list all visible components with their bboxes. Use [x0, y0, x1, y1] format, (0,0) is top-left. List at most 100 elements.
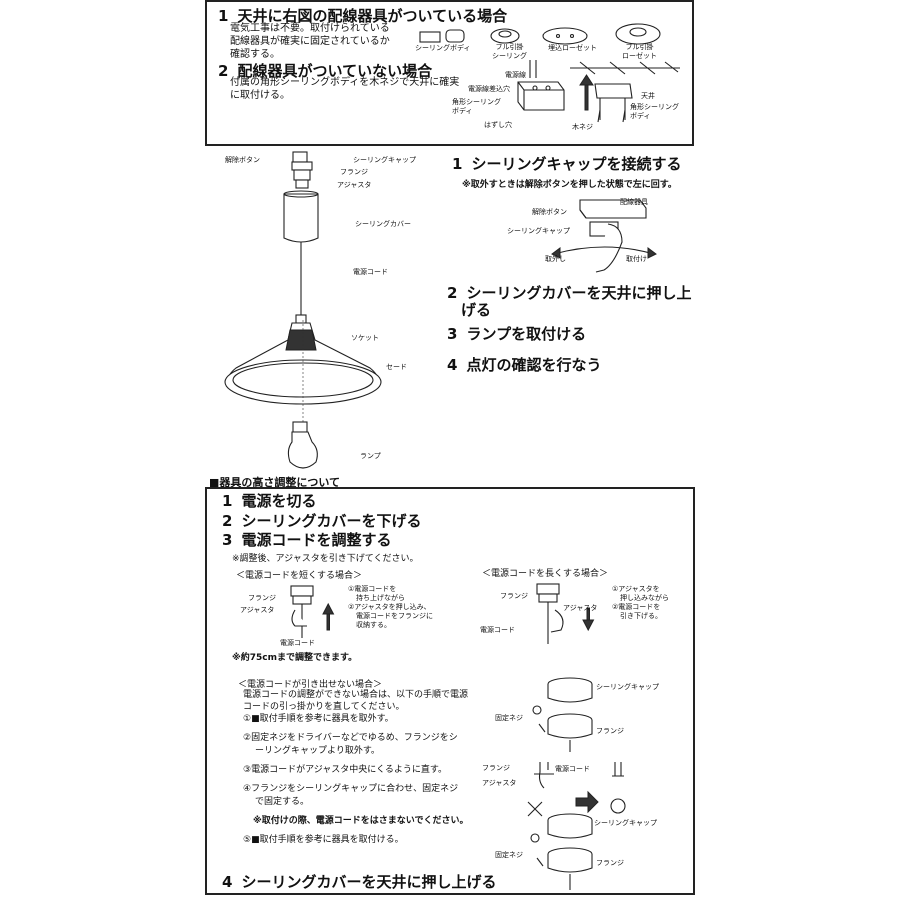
cord-center-illustration: [527, 762, 626, 817]
label-screw-top: 固定ネジ: [495, 714, 523, 722]
label-attach: 取付け: [626, 255, 647, 263]
label-remove: 取外し: [545, 255, 566, 263]
text-line: ※取付けの際、電源コードをはさまないでください。: [253, 816, 469, 826]
step-title: 電源コードを調整する: [241, 531, 392, 549]
height-section-header: ■器具の高さ調整について: [209, 476, 341, 489]
step-title: シーリングカバーを下げる: [241, 512, 422, 530]
label-socket: ソケット: [351, 334, 379, 342]
step-number: 1: [218, 7, 229, 25]
text-line: ①アジャスタを: [612, 585, 660, 593]
text-line: で固定する。: [255, 797, 310, 807]
fixture-label-ceiling-body: シーリングボディ: [415, 44, 471, 52]
label-cord-mid: 電源コード: [555, 765, 590, 773]
fixture-label-full-hook-ceiling: フル引掛 シーリング: [492, 43, 527, 60]
label-ceiling-cap: シーリングキャップ: [353, 156, 416, 164]
text-line: ⑤■取付手順を参考に器具を取付ける。: [243, 835, 404, 845]
adjust-range-note: ※約75cmまで調整できます。: [232, 653, 358, 663]
label-screw-bottom: 固定ネジ: [495, 851, 523, 859]
ceiling-body-install-illustration: [517, 60, 680, 123]
step-number: 2: [218, 62, 229, 80]
flange-attach-illustration-bottom: [530, 813, 593, 890]
label-lamp: ランプ: [360, 452, 381, 460]
top-step-1: 1 天井に右図の配線器具がついている場合: [218, 5, 507, 26]
step-number: 1: [452, 155, 463, 173]
install-step-4: 4 点灯の確認を行なう: [447, 354, 602, 375]
height-step-2: 2 シーリングカバーを下げる: [222, 510, 422, 531]
text-line: 電源コードの調整ができない場合は、以下の手順で電源: [243, 690, 469, 700]
text-line: ーリングキャップより取外す。: [255, 746, 380, 756]
label-knockout: はずし穴: [484, 121, 512, 129]
pendant-lamp-illustration: [224, 151, 382, 469]
step-title: シーリングカバーを天井に押し上げる: [241, 873, 497, 891]
step-title: 電源を切る: [241, 492, 317, 510]
text-line: 押し込みながら: [620, 594, 669, 602]
step-number: 2: [222, 512, 233, 530]
step-title: ランプを取付ける: [466, 325, 587, 343]
text-line: 電気工事は不要。取付けられている: [230, 23, 390, 34]
label-cap-bottom: シーリングキャップ: [594, 819, 657, 827]
label-square-body: 角形シーリング ボディ: [452, 98, 501, 115]
shorten-steps: ①電源コードを 持ち上げながら ②アジャスタを押し込み、 電源コードをフランジに…: [348, 585, 433, 630]
text-line: 電源コードをフランジに: [356, 612, 433, 620]
text-line: 収納する。: [356, 621, 391, 629]
install-step-2: 2 シーリングカバーを天井に押し上: [447, 282, 692, 303]
step-number: 3: [447, 325, 458, 343]
label-shorten-cord: 電源コード: [280, 639, 315, 647]
label-adjuster: アジャスタ: [337, 181, 372, 189]
height-step-1: 1 電源を切る: [222, 490, 317, 511]
step-title-line-2: げる: [461, 301, 492, 319]
top-step-2-text: 付属の角形シーリングボディを木ネジで天井に確実 に取付ける。: [230, 76, 459, 102]
shorten-cord-title: ＜電源コードを短くする場合＞: [236, 571, 363, 581]
label-power-cord: 電源コード: [353, 268, 388, 276]
label-power-wire: 電源線: [505, 71, 526, 79]
label-adjuster-mid: アジャスタ: [482, 779, 517, 787]
label-cap-detail: シーリングキャップ: [507, 227, 570, 235]
label-lengthen-adjuster: アジャスタ: [563, 604, 598, 612]
text-line: に取付ける。: [230, 90, 290, 101]
step-title: 天井に右図の配線器具がついている場合: [237, 7, 508, 25]
label-ceiling-cover: シーリングカバー: [355, 220, 411, 228]
lengthen-cord-title: ＜電源コードを長くする場合＞: [482, 569, 609, 579]
text-line: 配線器具が確実に固定されているか: [230, 36, 390, 47]
flange-removal-illustration-top: [532, 677, 593, 752]
label-shorten-adjuster: アジャスタ: [240, 606, 275, 614]
step-number: 4: [222, 873, 233, 891]
install-step-3: 3 ランプを取付ける: [447, 323, 586, 344]
step-title-line-1: シーリングカバーを天井に押し上: [466, 284, 692, 302]
shorten-cord-illustration: [290, 585, 335, 638]
label-square-body-2: 角形シーリング ボディ: [630, 103, 679, 120]
text-line: ①電源コードを: [348, 585, 397, 593]
label-release-button: 解除ボタン: [225, 156, 260, 164]
label-flange: フランジ: [340, 168, 368, 176]
text-line: ①■取付手順を参考に器具を取外す。: [243, 714, 394, 724]
text-line: ②電源コードを: [612, 603, 661, 611]
text-line: ②アジャスタを押し込み、: [348, 603, 431, 611]
top-instructions-box: [205, 0, 694, 146]
fixture-label-full-hook-rosette: フル引掛 ローゼット: [622, 43, 657, 60]
text-line: ②固定ネジをドライバーなどでゆるめ、フランジをシ: [243, 733, 458, 743]
text-line: 持ち上げながら: [356, 594, 405, 602]
top-step-2: 2 配線器具がついていない場合: [218, 60, 432, 81]
lengthen-steps: ①アジャスタを 押し込みながら ②電源コードを 引き下げる。: [612, 585, 669, 621]
fixture-label-flush-rosette: 埋込ローゼット: [548, 44, 597, 52]
step-title: シーリングキャップを接続する: [471, 155, 682, 173]
label-wood-screw: 木ネジ: [572, 123, 593, 131]
install-step-1: 1 シーリングキャップを接続する: [452, 153, 682, 174]
label-shorten-flange: フランジ: [248, 594, 276, 602]
label-cap-top: シーリングキャップ: [596, 683, 659, 691]
stuck-cord-intro: 電源コードの調整ができない場合は、以下の手順で電源 コードの引っ掛かりを直してく…: [243, 689, 468, 713]
text-line: ④フランジをシーリングキャップに合わせ、固定ネジ: [243, 784, 459, 794]
step-number: 1: [222, 492, 233, 510]
lengthen-cord-illustration: [536, 583, 595, 644]
step-number: 3: [222, 531, 233, 549]
text-line: 引き下げる。: [620, 612, 662, 620]
label-wiring-detail: 配線器具: [620, 198, 648, 206]
height-step-3: 3 電源コードを調整する: [222, 529, 392, 550]
text-line: 確認する。: [230, 49, 280, 60]
step-number: 2: [447, 284, 458, 302]
stuck-cord-steps: ①■取付手順を参考に器具を取外す。 ②固定ネジをドライバーなどでゆるめ、フランジ…: [243, 713, 468, 847]
top-step-1-text: 電気工事は不要。取付けられている 配線器具が確実に固定されているか 確認する。: [230, 22, 390, 61]
label-ceiling: 天井: [641, 92, 655, 100]
label-flange-top: フランジ: [596, 727, 624, 735]
label-lengthen-flange: フランジ: [500, 592, 528, 600]
